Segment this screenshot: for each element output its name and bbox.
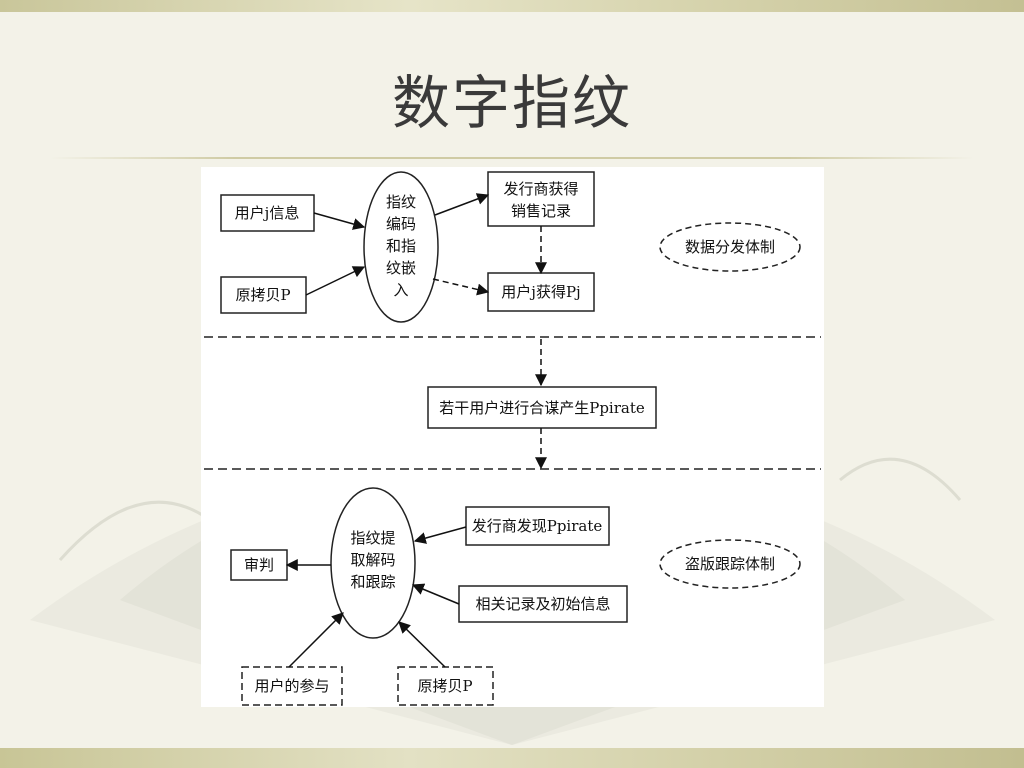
arrow-records-to-trace <box>411 583 460 605</box>
judgment-label: 审判 <box>244 556 274 574</box>
fingerprint-diagram: 用户j信息 原拷贝P 指纹 编码 和指 纹嵌 入 发行商获得 销售记录 用户j获… <box>204 171 821 706</box>
arrow-embed-to-user <box>432 278 490 296</box>
arrow-participation-to-trace <box>288 612 344 668</box>
bottom-decorative-band <box>0 748 1024 768</box>
publisher-finds-box <box>465 506 610 546</box>
arrow-copy-to-trace <box>398 621 446 668</box>
title-divider <box>50 157 974 159</box>
user-participation-label: 用户的参与 <box>254 677 329 695</box>
trace-process-line-1: 指纹提 <box>350 529 395 547</box>
original-copy-label-top: 原拷贝P <box>235 286 290 304</box>
publisher-record-line-2: 销售记录 <box>511 202 571 220</box>
distribution-system-ellipse <box>659 222 801 272</box>
trace-process-line-3: 和跟踪 <box>350 573 395 591</box>
publisher-record-line-1: 发行商获得 <box>503 180 578 198</box>
trace-process-ellipse <box>330 487 416 639</box>
original-copy-box-top <box>220 276 307 314</box>
arrow-publisher-to-trace <box>413 526 467 544</box>
collusion-box <box>427 386 657 429</box>
user-participation-box <box>241 666 343 706</box>
user-gets-label: 用户j获得Pj <box>501 283 580 301</box>
related-records-label: 相关记录及初始信息 <box>475 595 610 613</box>
publisher-finds-label: 发行商发现Ppirate <box>472 517 603 535</box>
judgment-box <box>230 549 288 581</box>
piracy-tracking-label: 盗版跟踪体制 <box>685 555 775 573</box>
trace-process-line-2: 取解码 <box>350 551 395 569</box>
original-copy-label-bottom: 原拷贝P <box>417 677 472 695</box>
slide-title: 数字指纹 <box>391 69 632 137</box>
piracy-tracking-ellipse <box>659 539 801 589</box>
arrow-userinfo-to-embed <box>313 212 366 230</box>
diagram-panel: 用户j信息 原拷贝P 指纹 编码 和指 纹嵌 入 发行商获得 销售记录 用户j获… <box>201 167 824 707</box>
embed-process-line-4: 纹嵌 <box>386 259 416 277</box>
related-records-box <box>458 585 628 623</box>
embed-process-ellipse <box>363 171 439 323</box>
distribution-system-label: 数据分发体制 <box>685 238 775 256</box>
embed-process-line-1: 指纹 <box>386 193 416 211</box>
arrow-embed-to-publisher <box>434 193 490 216</box>
user-info-label: 用户j信息 <box>235 204 300 222</box>
arrow-copy-to-embed <box>305 266 366 296</box>
collusion-label: 若干用户进行合谋产生Ppirate <box>439 399 645 417</box>
user-info-box <box>220 194 315 232</box>
embed-process-line-2: 编码 <box>386 215 416 233</box>
embed-process-line-5: 入 <box>393 281 408 299</box>
original-copy-box-bottom <box>397 666 494 706</box>
embed-process-line-3: 和指 <box>386 237 416 255</box>
top-decorative-band <box>0 0 1024 12</box>
